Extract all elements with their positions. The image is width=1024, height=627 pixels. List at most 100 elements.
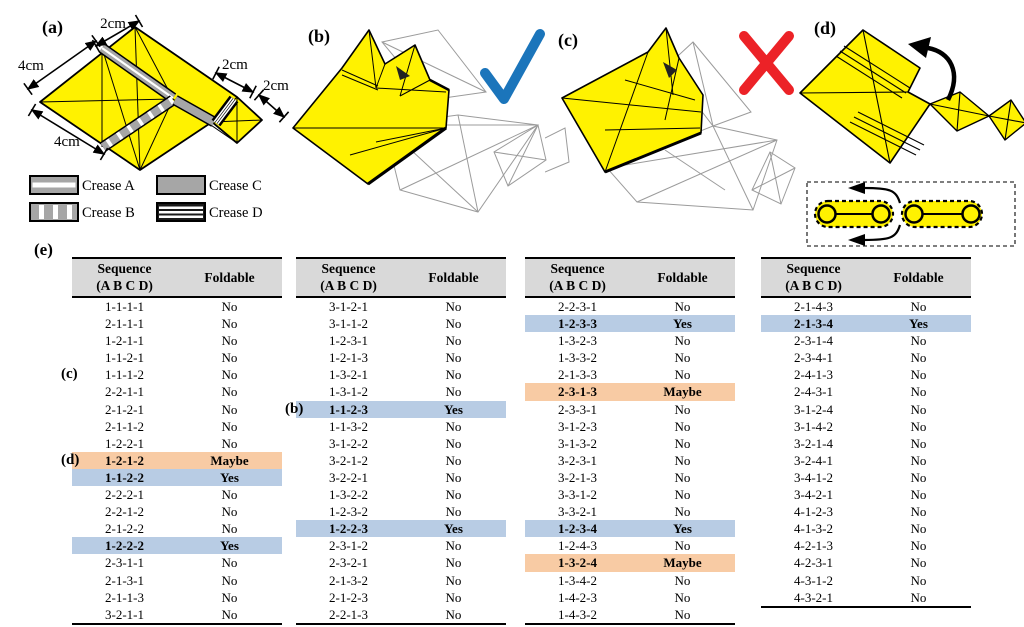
foldable-cell: No [674, 299, 691, 314]
sequence-cell: 1-1-2-2 [105, 469, 144, 485]
sequence-cell: 2-1-3-1 [105, 572, 144, 588]
table-header: Sequence (A B C D) Foldable [525, 259, 735, 298]
legend-label-crease-c: Crease C [209, 178, 262, 194]
foldable-cell: No [221, 555, 238, 571]
foldable-cell: No [910, 589, 927, 605]
foldable-cell: No [910, 521, 927, 537]
foldable-cell: No [445, 589, 462, 605]
foldable-cell: No [445, 452, 462, 468]
sequence-cell: 3-4-1-2 [794, 469, 833, 485]
sequence-cell: 1-2-4-3 [558, 538, 597, 554]
foldable-cell: Yes [220, 469, 239, 485]
table-row: 4-1-3-2 No [761, 520, 971, 537]
sequence-cell: 1-1-1-2 [105, 367, 144, 383]
sequence-cell: 3-2-3-1 [558, 452, 597, 468]
foldable-cell: No [221, 384, 238, 400]
foldable-column-header: Foldable [657, 269, 708, 285]
sequence-cell: 1-2-1-2 [105, 452, 144, 468]
row-marker-label: (c) [61, 366, 78, 383]
sequence-cell: 1-2-3-3 [558, 316, 597, 332]
sequence-cell: 4-1-3-2 [794, 521, 833, 537]
foldable-column-header: Foldable [204, 269, 255, 285]
foldable-cell: No [910, 538, 927, 554]
sequence-cell: 3-1-2-3 [558, 418, 597, 434]
foldable-cell: No [910, 367, 927, 383]
sequence-cell: 1-3-2-3 [558, 333, 597, 349]
sequence-cell: 3-1-2-1 [329, 299, 368, 314]
sequence-cell: 2-1-3-4 [794, 316, 833, 332]
table-row: 2-4-1-3 No [761, 366, 971, 383]
sequence-cell: 2-1-4-3 [794, 299, 833, 314]
crease-c-band [172, 95, 217, 127]
foldable-cell: Yes [909, 316, 928, 332]
foldable-cell: No [221, 572, 238, 588]
foldable-cell: No [221, 435, 238, 451]
sequence-cell: 2-2-1-2 [105, 504, 144, 520]
panel-c-label: (c) [558, 30, 578, 51]
sequence-cell: 1-2-3-2 [329, 504, 368, 520]
dimension-labels: 2cm 4cm 4cm 2cm 2cm [18, 16, 289, 150]
sequence-cell: 3-2-1-4 [794, 435, 833, 451]
sequence-cell: 1-3-2-4 [558, 555, 597, 571]
panel-a-label: (a) [42, 17, 63, 38]
folded-origami [292, 29, 450, 186]
foldable-cell: No [674, 589, 691, 605]
sequence-cell: 2-3-4-1 [794, 350, 833, 366]
sequence-cell: 3-2-2-1 [329, 469, 368, 485]
table-row: 1-3-2-3 No [525, 332, 735, 349]
sequence-cell: 1-2-2-2 [105, 538, 144, 554]
panel-d-label: (d) [814, 18, 836, 39]
legend-swatch-crease-c [156, 175, 206, 195]
sequence-cell: 2-4-1-3 [794, 367, 833, 383]
foldable-cell: No [221, 521, 238, 537]
foldable-cell: No [674, 333, 691, 349]
legend-swatch-crease-d [156, 202, 206, 222]
folded-origami [799, 29, 1024, 164]
foldable-cell: No [445, 435, 462, 451]
foldable-cell: No [445, 299, 462, 314]
foldable-cell: Maybe [663, 384, 702, 400]
sequence-cell: 3-1-4-2 [794, 418, 833, 434]
sequence-cell: 2-1-2-3 [329, 589, 368, 605]
panel-e-label: (e) [34, 240, 53, 259]
panel-c-invalid-fold: (c) [544, 0, 800, 245]
checkmark-icon [480, 29, 545, 104]
sequence-cell: 2-3-1-1 [105, 555, 144, 571]
sequence-cell: 2-3-1-2 [329, 538, 368, 554]
foldable-cell: Yes [220, 538, 239, 554]
legend-label-crease-a: Crease A [82, 178, 135, 194]
sequence-column-header: Sequence (A B C D) [320, 261, 377, 293]
panel-a-crease-pattern: 2cm 4cm 4cm 2cm 2cm Crease A [0, 0, 295, 250]
foldable-column-header: Foldable [428, 269, 479, 285]
foldable-cell: No [674, 435, 691, 451]
